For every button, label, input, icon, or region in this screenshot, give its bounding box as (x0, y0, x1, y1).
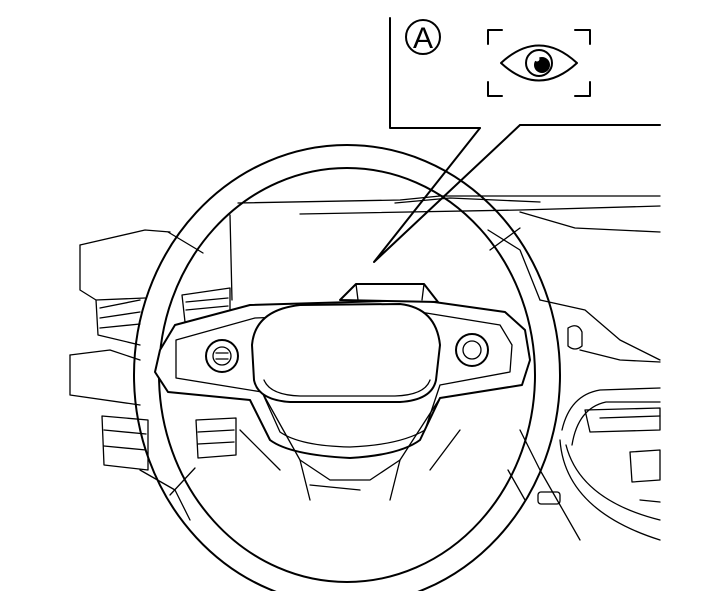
callout-letter-a: A (405, 19, 441, 55)
left-control-button (205, 339, 239, 373)
right-control-button (455, 333, 489, 367)
steering-wheel (133, 144, 561, 591)
eye-icon (487, 29, 591, 97)
callout: A (373, 17, 661, 263)
airbag-cover (251, 303, 441, 403)
svg-text:A: A (413, 22, 433, 55)
